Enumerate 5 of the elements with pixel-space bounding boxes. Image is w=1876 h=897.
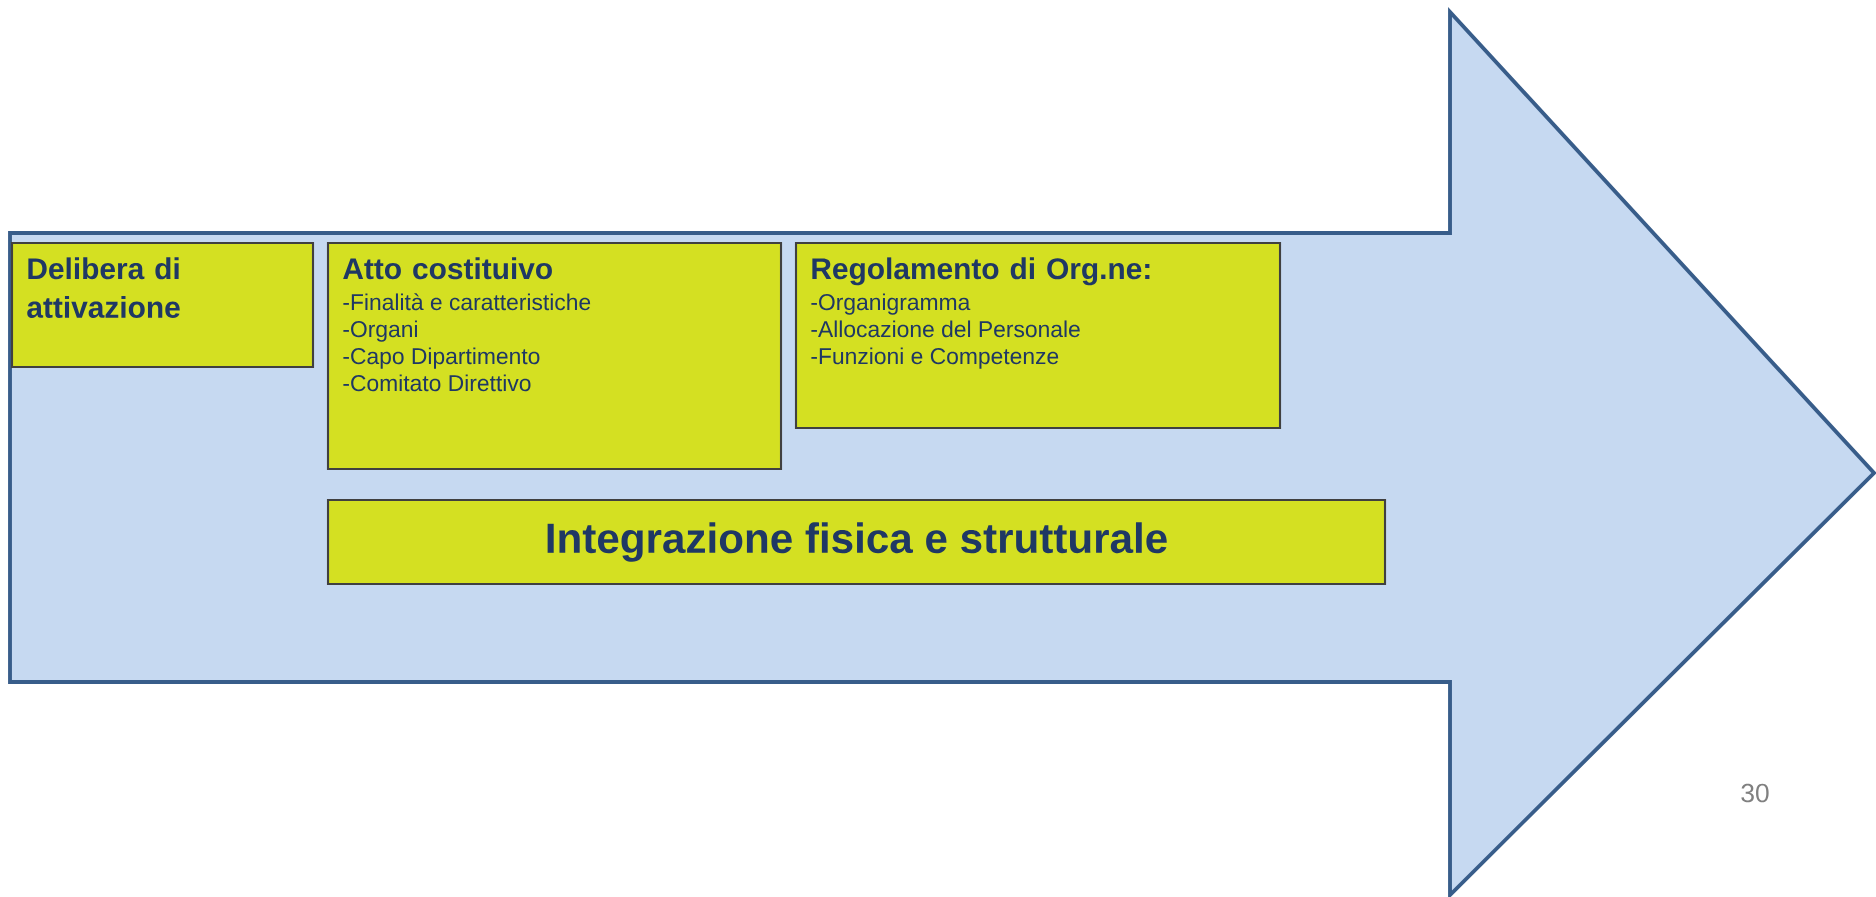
text-box: Integrazione fisica e strutturale bbox=[326, 498, 1387, 586]
text-box: Delibera di attivazione bbox=[10, 241, 315, 369]
text-box: Atto costituivo -Finalità e caratteristiche -Organi -Capo Dipartimento -Comitato Direttivo bbox=[326, 241, 783, 471]
page-number: 30 bbox=[1741, 783, 1769, 803]
text-box: Regolamento di Org.ne: -Organigramma -Allocazione del Personale -Funzioni e Competenze bbox=[794, 241, 1282, 430]
